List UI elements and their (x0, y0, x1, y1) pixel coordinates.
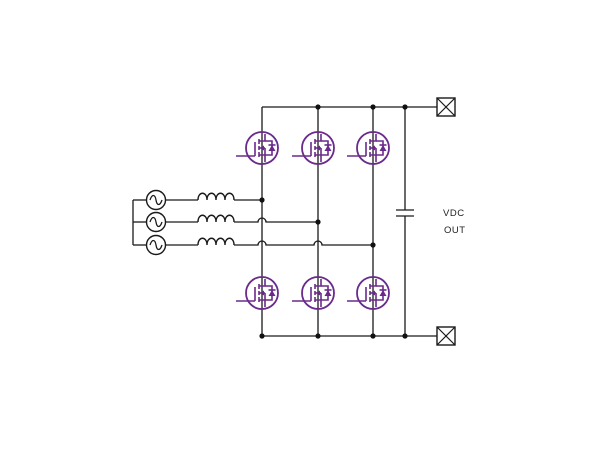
terminal-icon (436, 326, 456, 346)
circuit-wires (132, 106, 437, 337)
ac-source-icon (145, 189, 167, 211)
terminal-icon (436, 97, 456, 117)
mosfet-icon (347, 276, 390, 310)
node-phase-c (370, 242, 376, 248)
node-bot-leg1 (259, 333, 265, 339)
inductor-icon (197, 192, 235, 201)
mosfet-icon (347, 131, 390, 165)
mosfet-icon (292, 276, 335, 310)
mosfet-icon (236, 276, 279, 310)
capacitor-icon (396, 209, 414, 217)
mosfet-icon (292, 131, 335, 165)
node-phase-a (259, 197, 265, 203)
node-bot-leg2 (315, 333, 321, 339)
mosfet-icon (236, 131, 279, 165)
out-label: OUT (444, 225, 466, 236)
node-bot-cap (402, 333, 408, 339)
node-phase-b (315, 219, 321, 225)
vdc-label: VDC (443, 208, 465, 219)
node-top-leg3 (370, 104, 376, 110)
node-top-leg2 (315, 104, 321, 110)
node-bot-leg3 (370, 333, 376, 339)
ac-source-icon (145, 234, 167, 256)
inductor-icon (197, 237, 235, 246)
junction-nodes (259, 104, 408, 339)
ac-source-icon (145, 211, 167, 233)
node-top-cap (402, 104, 408, 110)
inductor-icon (197, 214, 235, 223)
